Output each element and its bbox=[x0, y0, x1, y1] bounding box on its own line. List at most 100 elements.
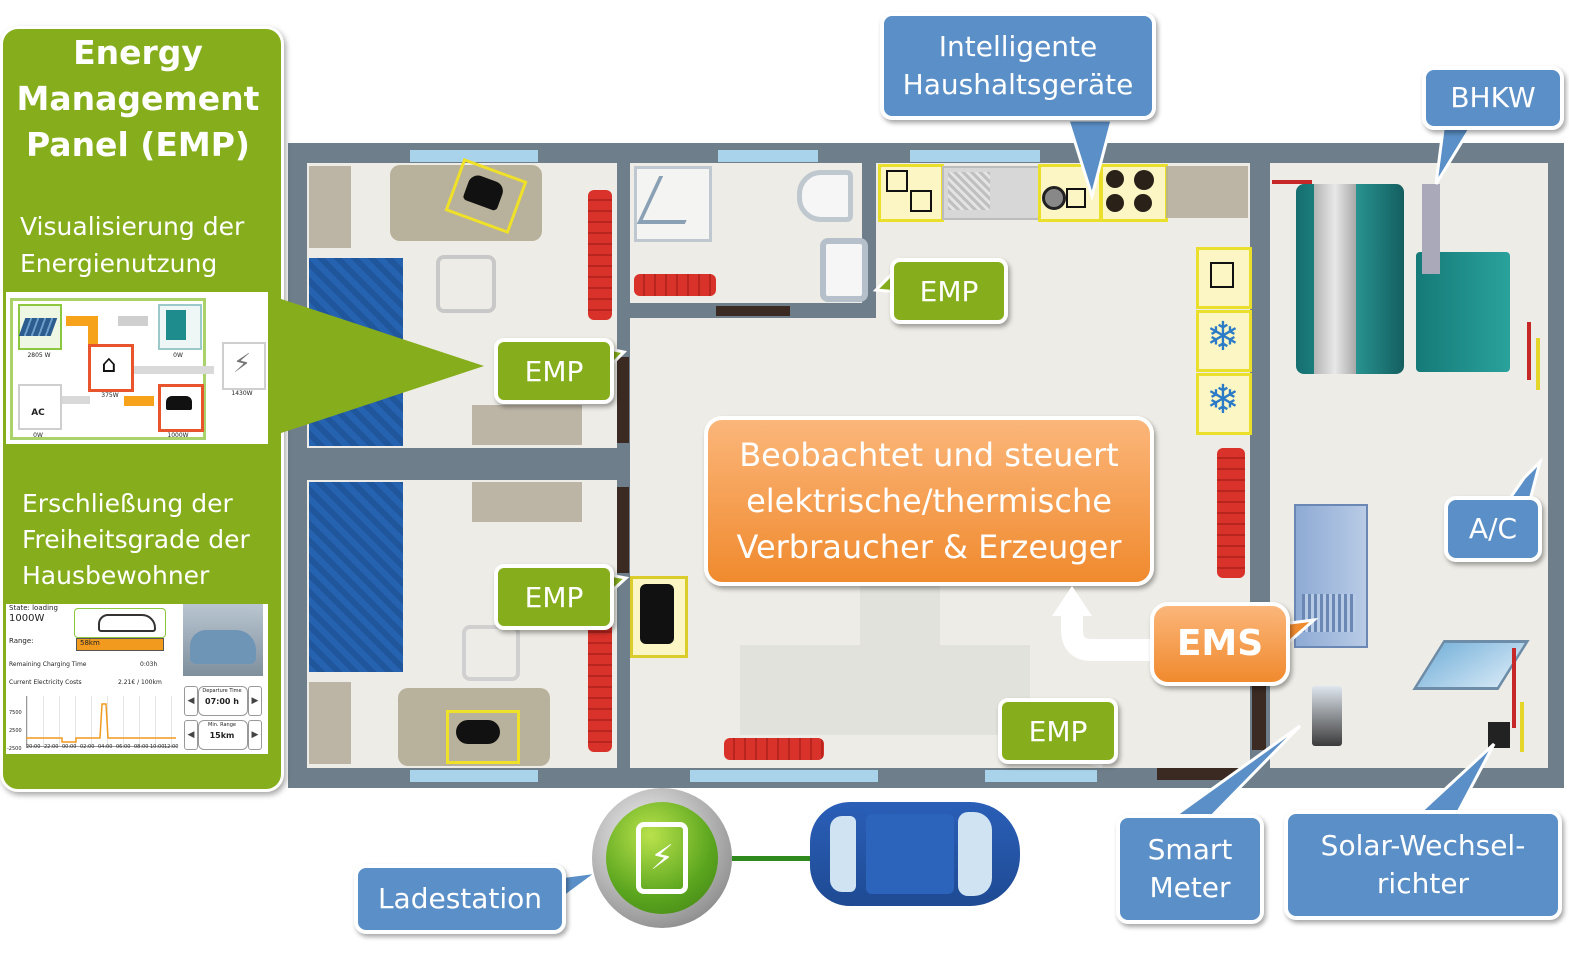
radiator bbox=[1217, 448, 1245, 578]
shower bbox=[634, 166, 712, 242]
callout-smart-meter: Smart Meter bbox=[1116, 814, 1264, 924]
car-value: 1000W bbox=[167, 432, 189, 439]
remaining-value: 0:03h bbox=[140, 661, 158, 668]
sink bbox=[820, 238, 868, 302]
lamp-icon bbox=[456, 720, 500, 744]
stove-burner-icon bbox=[1106, 194, 1124, 212]
fridge-appliance bbox=[1196, 373, 1252, 435]
car-roof bbox=[866, 814, 954, 894]
min-range-value: 15km bbox=[209, 731, 235, 740]
arrow-orange bbox=[88, 316, 98, 344]
car-rear-window bbox=[830, 816, 856, 892]
callout-bhkw: BHKW bbox=[1422, 66, 1564, 130]
wardrobe bbox=[309, 166, 351, 248]
radiator bbox=[588, 622, 612, 752]
heating-pipe bbox=[1527, 322, 1531, 380]
car-side-icon bbox=[98, 614, 156, 632]
heating-pipe bbox=[1536, 338, 1540, 390]
min-range-label: Min. Range bbox=[208, 722, 236, 728]
window bbox=[410, 770, 538, 782]
toilet bbox=[797, 170, 853, 222]
dishwasher-icon bbox=[1066, 188, 1086, 208]
emp-label-bathroom: EMP bbox=[890, 258, 1008, 324]
charging-station-core bbox=[606, 802, 718, 914]
radiator bbox=[588, 190, 612, 320]
panel-pointer bbox=[266, 294, 484, 438]
remaining-label: Remaining Charging Time bbox=[9, 661, 87, 668]
window bbox=[410, 150, 538, 162]
ac-tile bbox=[18, 384, 62, 430]
radiator bbox=[724, 738, 824, 760]
sofa bbox=[860, 580, 940, 735]
washing-machine-icon bbox=[886, 170, 908, 192]
x-tick: 00:00 bbox=[62, 744, 77, 750]
stove-burner-icon bbox=[1134, 170, 1154, 190]
emp-label-living-room: EMP bbox=[998, 698, 1118, 764]
heat-storage-tank-band bbox=[1314, 184, 1356, 374]
ems-arrow bbox=[1052, 586, 1176, 661]
solar-cable bbox=[1512, 648, 1516, 728]
arrow-orange bbox=[66, 316, 90, 326]
range-value: 58km bbox=[80, 639, 100, 647]
range-bar bbox=[76, 638, 164, 651]
departure-decrease-button[interactable]: ◀ bbox=[184, 686, 198, 716]
window bbox=[910, 150, 1040, 162]
battery-value: 0W bbox=[173, 352, 183, 359]
y-tick: 2500 bbox=[9, 728, 22, 734]
x-tick: 20:00 bbox=[26, 744, 41, 750]
callout-solar-inverter: Solar-Wechsel-richter bbox=[1284, 810, 1562, 920]
desk bbox=[390, 165, 542, 241]
min-range-box bbox=[198, 720, 248, 750]
x-tick: 10:00 bbox=[150, 744, 165, 750]
emp-label-bedroom-2: EMP bbox=[494, 564, 614, 630]
x-tick: 12:00 bbox=[164, 744, 179, 750]
range-increase-button[interactable]: ▶ bbox=[248, 720, 262, 750]
chp-exhaust-pipe bbox=[1422, 184, 1440, 274]
shelf bbox=[472, 405, 582, 445]
house-tile bbox=[88, 344, 134, 392]
departure-label: Departure Time bbox=[202, 688, 242, 694]
kitchen-sink bbox=[948, 172, 990, 210]
arrow-orange bbox=[124, 396, 154, 406]
door bbox=[1252, 680, 1266, 750]
car-icon bbox=[166, 396, 192, 410]
dishwasher-icon bbox=[1042, 186, 1066, 210]
door bbox=[716, 306, 790, 316]
smart-lamp-frame bbox=[446, 710, 520, 764]
door bbox=[617, 357, 629, 443]
solar-value: 2805 W bbox=[27, 352, 51, 359]
washing-machine-icon bbox=[910, 190, 932, 212]
shelf bbox=[472, 482, 582, 522]
callout-appliances: Intelligente Haushaltsgeräte bbox=[880, 12, 1156, 120]
car-photo-body bbox=[190, 630, 256, 664]
solar-cable bbox=[1520, 702, 1524, 752]
window bbox=[690, 770, 878, 782]
state-label: State: loading bbox=[9, 604, 58, 612]
power-chart-line bbox=[26, 703, 176, 743]
x-tick: 04:00 bbox=[98, 744, 113, 750]
y-tick: 7500 bbox=[9, 710, 22, 716]
panel-title: Energy Management Panel (EMP) bbox=[16, 33, 260, 164]
departure-increase-button[interactable]: ▶ bbox=[248, 686, 262, 716]
arrow-grey bbox=[134, 366, 214, 374]
x-tick: 22:00 bbox=[44, 744, 59, 750]
window bbox=[985, 770, 1097, 782]
radiator bbox=[634, 274, 716, 296]
freezer-appliance bbox=[1196, 310, 1252, 372]
car-windshield bbox=[958, 812, 992, 896]
callout-charging-station: Ladestation bbox=[354, 864, 566, 934]
smart-meter-device bbox=[1312, 686, 1342, 746]
cost-value: 2.21€ / 100km bbox=[118, 679, 162, 686]
range-decrease-button[interactable]: ◀ bbox=[184, 720, 198, 750]
stove-burner-icon bbox=[1106, 170, 1124, 188]
arrow-grey bbox=[62, 396, 90, 404]
x-tick: 06:00 bbox=[116, 744, 131, 750]
chair bbox=[436, 255, 496, 313]
wallbox-icon bbox=[640, 584, 674, 644]
kitchen-cabinet bbox=[1166, 166, 1248, 218]
house-icon: ⌂ bbox=[101, 350, 117, 378]
stove-burner-icon bbox=[1134, 194, 1152, 212]
inverter-device bbox=[1488, 722, 1510, 748]
door bbox=[617, 487, 629, 573]
battery-icon bbox=[166, 310, 186, 340]
